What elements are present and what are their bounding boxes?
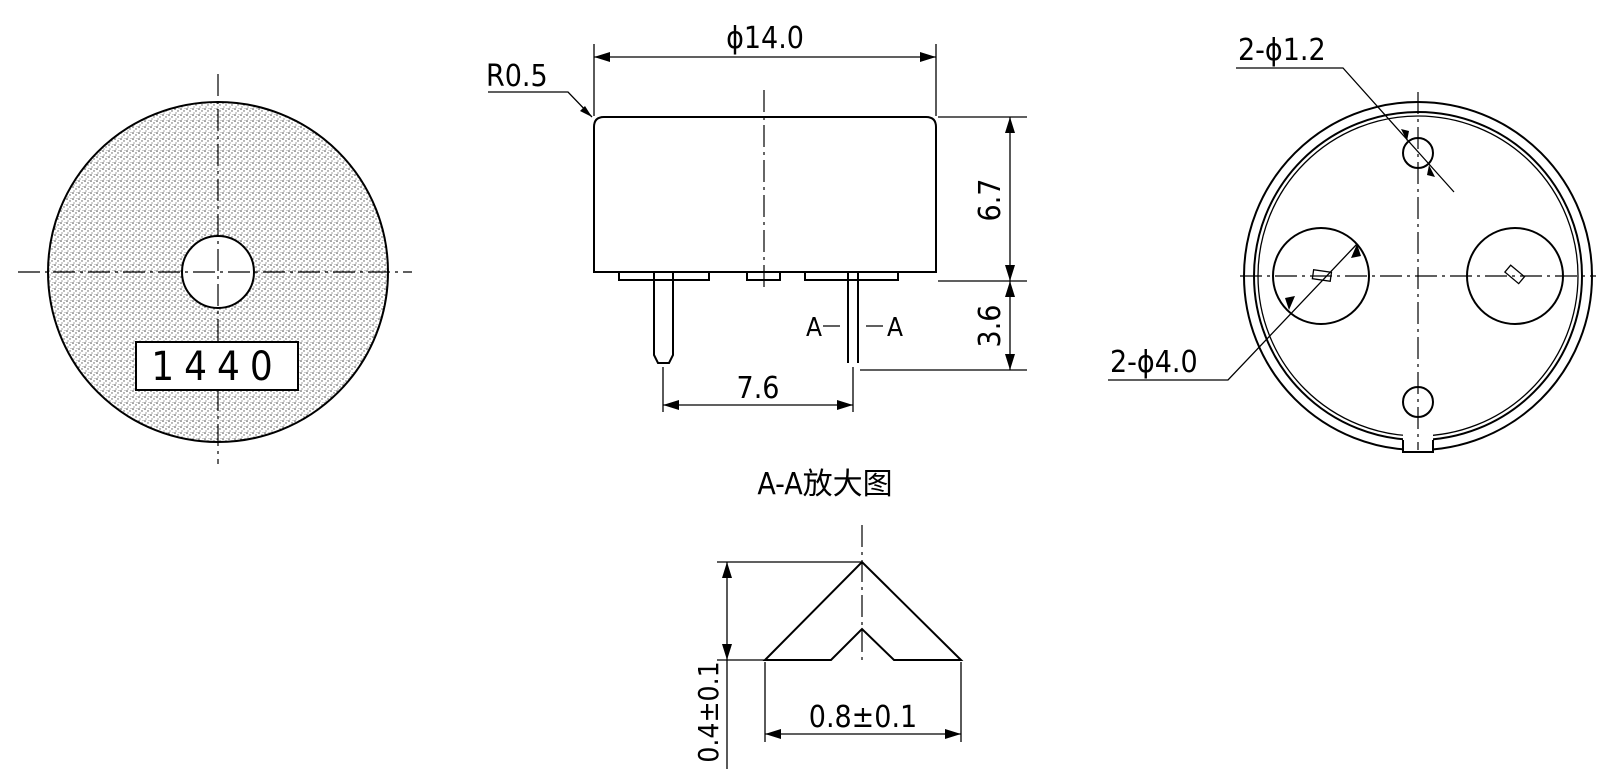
detail-height-label: 0.4±0.1 (692, 661, 725, 762)
marking-label-box (135, 341, 299, 391)
detail-profile (762, 560, 964, 661)
small-holes-label: 2-ϕ1.2 (1238, 33, 1326, 68)
pin-length-label: 3.6 (973, 305, 1008, 348)
pin-left (653, 272, 674, 364)
diameter-label: ϕ14.0 (726, 21, 804, 56)
large-holes-label: 2-ϕ4.0 (1110, 345, 1198, 380)
detail-title: A-A放大图 (757, 467, 892, 502)
front-view: 1440 (18, 74, 412, 464)
bottom-view: 2-ϕ1.2 2-ϕ4.0 (1108, 33, 1596, 454)
pin-right (847, 272, 859, 363)
side-view: ϕ14.0 R0.5 6.7 3.6 7.6 A A (486, 21, 1027, 412)
section-mark-left: A (806, 313, 822, 343)
side-body-outline (593, 116, 937, 273)
detail-width-label: 0.8±0.1 (809, 700, 917, 735)
section-mark-right: A (887, 313, 903, 343)
pin-pitch-label: 7.6 (737, 371, 780, 406)
body-height-label: 6.7 (973, 179, 1008, 222)
radius-label: R0.5 (486, 59, 548, 94)
marking-text: 1440 (151, 344, 283, 390)
detail-view: A-A放大图 0.4±0.1 0.8±0.1 (692, 467, 964, 769)
base-bumps (618, 272, 899, 281)
large-hole-left (1272, 227, 1370, 325)
bottom-notch (1403, 428, 1433, 454)
